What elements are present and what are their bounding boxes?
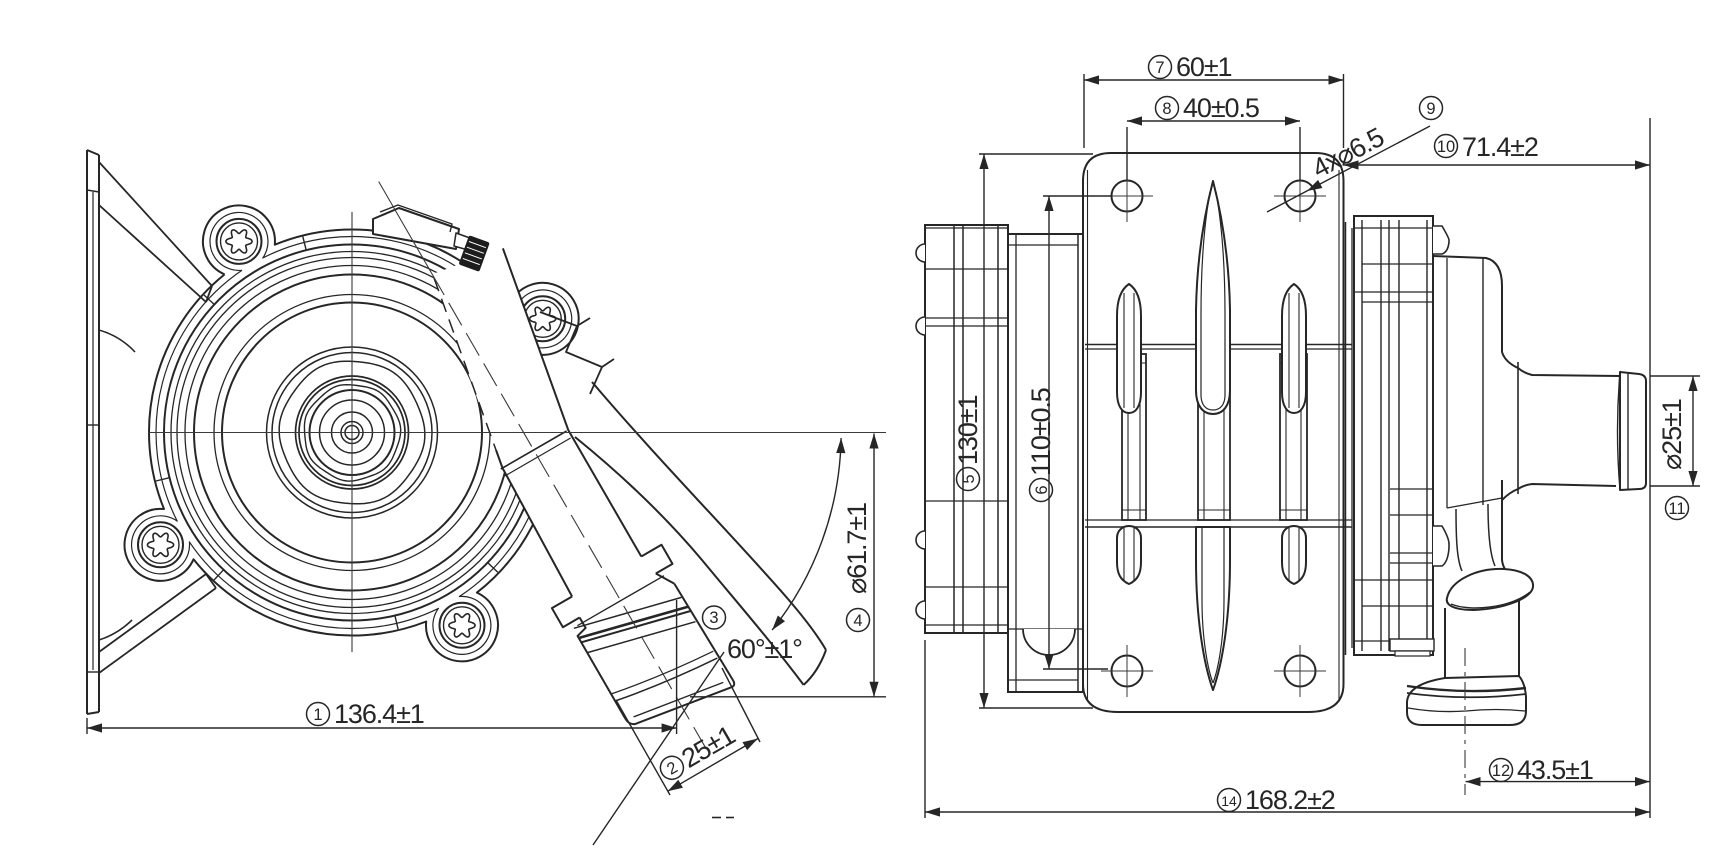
svg-text:1: 1 <box>313 706 322 724</box>
svg-text:14: 14 <box>1221 793 1237 809</box>
svg-text:43.5±1: 43.5±1 <box>1517 755 1593 785</box>
svg-text:⌀25±1: ⌀25±1 <box>1657 399 1687 470</box>
svg-text:60°±1°: 60°±1° <box>727 634 802 664</box>
svg-text:110±0.5: 110±0.5 <box>1026 388 1056 476</box>
svg-text:11: 11 <box>1668 500 1685 518</box>
svg-text:40±0.5: 40±0.5 <box>1183 93 1259 123</box>
svg-text:10: 10 <box>1437 138 1455 156</box>
svg-text:⌀61.7±1: ⌀61.7±1 <box>842 503 872 594</box>
svg-text:3: 3 <box>709 609 718 627</box>
svg-text:4: 4 <box>853 612 862 630</box>
svg-text:130±1: 130±1 <box>953 396 983 465</box>
svg-text:5: 5 <box>960 474 978 483</box>
svg-text:6: 6 <box>1033 485 1051 494</box>
svg-text:8: 8 <box>1162 100 1171 118</box>
svg-text:168.2±2: 168.2±2 <box>1245 785 1335 815</box>
svg-text:60±1: 60±1 <box>1176 52 1232 82</box>
svg-text:9: 9 <box>1426 100 1435 118</box>
svg-text:71.4±2: 71.4±2 <box>1462 132 1538 162</box>
svg-text:12: 12 <box>1492 762 1510 780</box>
svg-text:7: 7 <box>1155 59 1164 77</box>
svg-text:136.4±1: 136.4±1 <box>334 699 424 729</box>
